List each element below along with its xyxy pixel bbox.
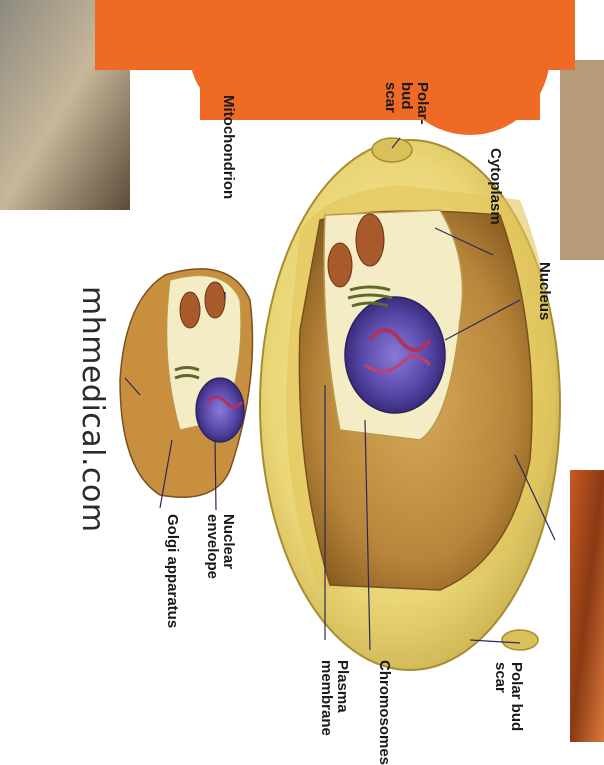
label-cytoplasm: Cytoplasm xyxy=(487,148,503,225)
large-yeast-cell xyxy=(260,138,560,670)
label-chromosomes: Chromosomes xyxy=(376,660,392,765)
small-cell-section xyxy=(120,269,253,497)
photo-thumbnail-top-right xyxy=(560,60,604,260)
label-plasma-membrane: Plasma membrane xyxy=(318,660,350,736)
orange-banner xyxy=(95,0,575,135)
label-polar-bud-scar-bottom: Polar bud scar xyxy=(492,662,524,731)
label-mitochondrion: Mitochondrion xyxy=(220,95,236,199)
label-nuclear-envelope: Nuclear envelope xyxy=(204,514,236,579)
yeast-cell-diagram: Polar- bud scar Cytoplasm Nucleus Mitoch… xyxy=(0,0,604,742)
label-golgi-apparatus: Golgi apparatus xyxy=(164,514,180,628)
label-nucleus: Nucleus xyxy=(536,262,552,320)
label-polar-bud-scar-top: Polar- bud scar xyxy=(382,82,430,125)
watermark-text: mhmedical.com xyxy=(75,286,110,533)
photo-thumbnail-bottom-right xyxy=(570,470,604,742)
